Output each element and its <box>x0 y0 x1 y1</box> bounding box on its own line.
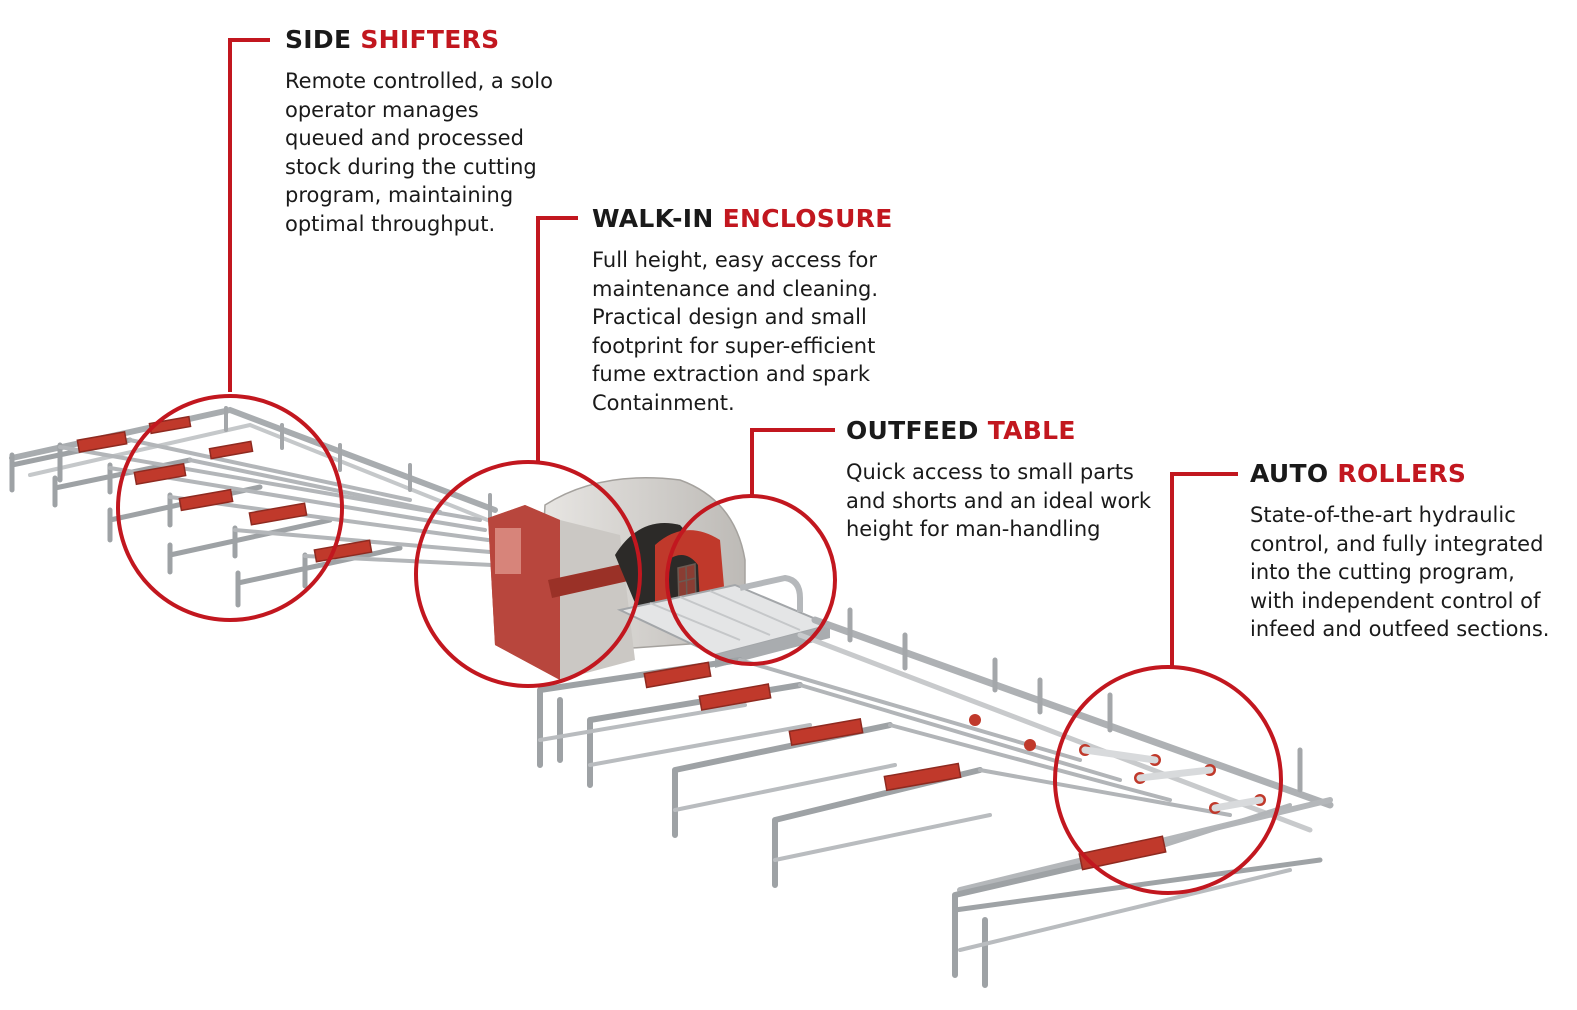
callout-description: Remote controlled, a solo operator manag… <box>285 69 553 236</box>
callout-side-shifters: SIDE SHIFTERS Remote controlled, a solo … <box>285 25 585 239</box>
callout-markers <box>116 38 1283 895</box>
callout-auto-rollers: AUTO ROLLERS State-of-the-art hydraulic … <box>1250 459 1570 644</box>
callout-outfeed-table: OUTFEED TABLE Quick access to small part… <box>846 416 1176 544</box>
callout-description: Quick access to small parts and shorts a… <box>846 460 1152 542</box>
callout-walk-in-enclosure: WALK-IN ENCLOSURE Full height, easy acce… <box>592 204 912 418</box>
callout-title: OUTFEED TABLE <box>846 416 1176 446</box>
walk-in-enclosure-marker <box>414 216 642 688</box>
title-accent: ENCLOSURE <box>722 204 893 233</box>
callout-title: SIDE SHIFTERS <box>285 25 585 55</box>
infeed-conveyor <box>9 406 502 608</box>
title-accent: TABLE <box>987 416 1076 445</box>
title-accent: SHIFTERS <box>360 25 500 54</box>
outfeed-table-marker <box>665 428 837 666</box>
callout-title: AUTO ROLLERS <box>1250 459 1570 489</box>
outfeed-conveyor <box>537 607 1334 988</box>
title-plain: SIDE <box>285 25 361 54</box>
auto-rollers-marker <box>1053 472 1283 895</box>
callout-description: Full height, easy access for maintenance… <box>592 248 879 415</box>
callout-description: State-of-the-art hydraulic control, and … <box>1250 503 1550 642</box>
callout-title: WALK-IN ENCLOSURE <box>592 204 912 234</box>
side-shifters-marker <box>116 38 344 622</box>
title-plain: WALK-IN <box>592 204 723 233</box>
title-plain: OUTFEED <box>846 416 988 445</box>
title-accent: ROLLERS <box>1337 459 1467 488</box>
title-plain: AUTO <box>1250 459 1338 488</box>
